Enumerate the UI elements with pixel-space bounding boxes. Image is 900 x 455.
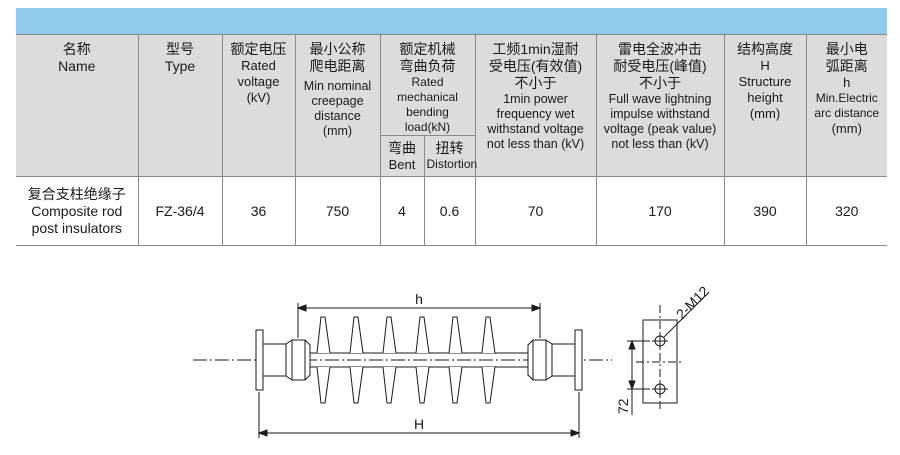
spec-table: 名称 Name 型号 Type 额定电压 Rated voltage (kV) … [16, 34, 888, 246]
dimension-h [296, 303, 542, 338]
cell-rated-voltage: 36 [221, 176, 296, 246]
header-voltage-unit: (kV) [246, 90, 271, 105]
col-header-bent: 弯曲 Bent [380, 135, 425, 177]
header-powerfreq-zh1: 工频1min湿耐 [492, 41, 579, 57]
header-creepage-en1: Min nominal [303, 79, 372, 93]
header-distortion-en: Distortion [426, 157, 478, 171]
header-creepage-en2: creepage [311, 94, 364, 108]
header-lightning-en4: not less than (kV) [611, 137, 709, 151]
header-voltage-en1: Rated [241, 58, 276, 73]
header-color-bar [16, 8, 887, 34]
header-bent-zh: 弯曲 [388, 139, 416, 156]
header-bending-zh2: 弯曲负荷 [399, 58, 456, 74]
header-bent-en: Bent [388, 156, 416, 172]
col-header-arc-distance: 最小电 弧距离 h Min.Electric arc distance (mm) [805, 34, 888, 177]
col-header-rated-voltage: 额定电压 Rated voltage (kV) [221, 34, 296, 177]
header-powerfreq-zh3: 不小于 [514, 75, 557, 91]
col-header-structure-height: 结构高度 H Structure height (mm) [723, 34, 807, 177]
table-row: 复合支柱绝缘子 Composite rod post insulators FZ… [16, 176, 888, 246]
col-header-lightning: 雷电全波冲击 耐受电压(峰值) 不小于 Full wave lightning … [595, 34, 725, 177]
label-bolt-spacing: 72 [615, 398, 631, 414]
right-end-fitting [527, 329, 583, 391]
dimension-bolt-spacing [627, 339, 650, 415]
col-header-creepage: 最小公称 爬电距离 Min nominal creepage distance … [294, 34, 381, 177]
cell-bent: 4 [379, 176, 425, 246]
header-lightning-en3: voltage (peak value) [603, 122, 717, 136]
header-arc-unit: (mm) [831, 121, 862, 136]
header-distortion-zh: 扭转 [435, 140, 464, 156]
label-bolt: 2-M12 [673, 283, 713, 323]
cell-name-zh: 复合支柱绝缘子 [27, 185, 126, 202]
header-bending-en2: mechanical [397, 90, 458, 104]
header-powerfreq-en2: frequency wet [496, 107, 575, 121]
header-name-en: Name [58, 58, 96, 74]
header-arc-en2: arc distance [814, 106, 880, 120]
col-header-distortion: 扭转 Distortion [423, 135, 478, 177]
bolt-leader-line [663, 294, 707, 338]
header-bending-en1: Rated [411, 75, 444, 89]
header-height-unit: (mm) [749, 106, 781, 121]
header-creepage-zh2: 爬电距离 [309, 58, 366, 74]
cell-lightning: 170 [595, 176, 725, 246]
cell-type: FZ-36/4 [137, 176, 223, 246]
header-creepage-zh1: 最小公称 [309, 41, 366, 57]
header-lightning-zh2: 耐受电压(峰值) [613, 58, 707, 74]
cell-name-en2: post insulators [31, 219, 122, 236]
header-lightning-en2: impulse withstand [610, 107, 710, 121]
header-lightning-zh1: 雷电全波冲击 [618, 41, 703, 57]
header-bending-en3: bending load(kN) [404, 105, 451, 134]
label-H: H [414, 416, 424, 432]
header-creepage-unit: (mm) [322, 124, 353, 138]
header-powerfreq-en1: 1min power [503, 92, 568, 106]
header-height-zh: 结构高度 [737, 41, 794, 57]
header-height-symbol: H [760, 58, 770, 73]
col-header-name: 名称 Name [16, 34, 139, 177]
header-powerfreq-zh2: 受电压(有效值) [488, 58, 583, 74]
insulator-sheds [316, 316, 496, 404]
col-header-type: 型号 Type [137, 34, 223, 177]
header-voltage-en2: voltage [237, 74, 280, 89]
header-type-en: Type [164, 58, 196, 74]
end-view-flange [636, 305, 684, 412]
header-creepage-en3: distance [314, 109, 361, 123]
header-voltage-zh: 额定电压 [230, 41, 287, 57]
cell-name-en1: Composite rod [31, 202, 123, 219]
col-header-bending-load: 额定机械 弯曲负荷 Rated mechanical bending load(… [379, 34, 476, 136]
label-h: h [415, 291, 423, 307]
cell-name: 复合支柱绝缘子 Composite rod post insulators [16, 176, 139, 246]
header-height-en2: height [747, 90, 783, 105]
header-arc-zh1: 最小电 [825, 41, 868, 57]
header-name-zh: 名称 [62, 41, 91, 57]
dimension-H [257, 392, 581, 438]
col-header-power-frequency: 工频1min湿耐 受电压(有效值) 不小于 1min power frequen… [474, 34, 597, 177]
header-powerfreq-en4: not less than (kV) [486, 137, 585, 151]
header-arc-en1: Min.Electric [815, 91, 878, 105]
cell-structure-height: 390 [723, 176, 807, 246]
header-height-en1: Structure [738, 74, 792, 89]
left-end-fitting [255, 329, 311, 391]
cell-creepage: 750 [294, 176, 381, 246]
header-lightning-zh3: 不小于 [639, 75, 682, 91]
cell-arc-distance: 320 [805, 176, 888, 246]
header-lightning-en1: Full wave lightning [608, 92, 712, 106]
header-arc-zh2: 弧距离 [825, 58, 868, 74]
header-powerfreq-en3: withstand voltage [487, 122, 584, 136]
header-bending-zh1: 额定机械 [399, 41, 456, 57]
header-type-zh: 型号 [166, 41, 194, 57]
header-arc-symbol: h [843, 75, 851, 90]
cell-distortion: 0.6 [423, 176, 476, 246]
